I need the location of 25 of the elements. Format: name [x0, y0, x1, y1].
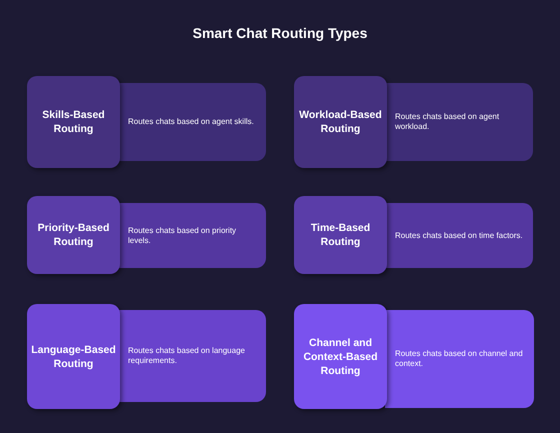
description-text: Routes chats based on language requirements. [128, 346, 246, 366]
description-panel [118, 310, 266, 402]
description-panel [118, 83, 266, 161]
description-text: Routes chats based on agent workload. [395, 112, 500, 132]
description-text: Routes chats based on time factors. [395, 230, 523, 240]
description-text: Routes chats based on priority levels. [128, 226, 238, 246]
description-text: Routes chats based on agent skills. [128, 117, 254, 127]
routing-type-card [27, 76, 120, 168]
routing-type-name: Skills-Based Routing [41, 108, 106, 136]
routing-type-name: Workload-Based Routing [298, 108, 383, 136]
description-panel [118, 203, 266, 268]
description-panel [385, 203, 533, 268]
routing-type-card [27, 196, 120, 274]
description-panel [385, 310, 534, 408]
routing-type-name: Priority-Based Routing [36, 221, 110, 249]
routing-type-name: Language-Based Routing [31, 342, 116, 370]
routing-type-card [294, 76, 387, 168]
description-text: Routes chats based on channel and context. [395, 349, 524, 369]
diagram-title: Smart Chat Routing Types [192, 25, 368, 41]
routing-type-name: Channel and Context-Based Routing [302, 336, 379, 378]
routing-type-card [294, 196, 387, 274]
description-panel [385, 83, 533, 161]
routing-type-card [27, 304, 120, 409]
routing-type-card [294, 304, 387, 409]
routing-type-name: Time-Based Routing [310, 221, 372, 249]
